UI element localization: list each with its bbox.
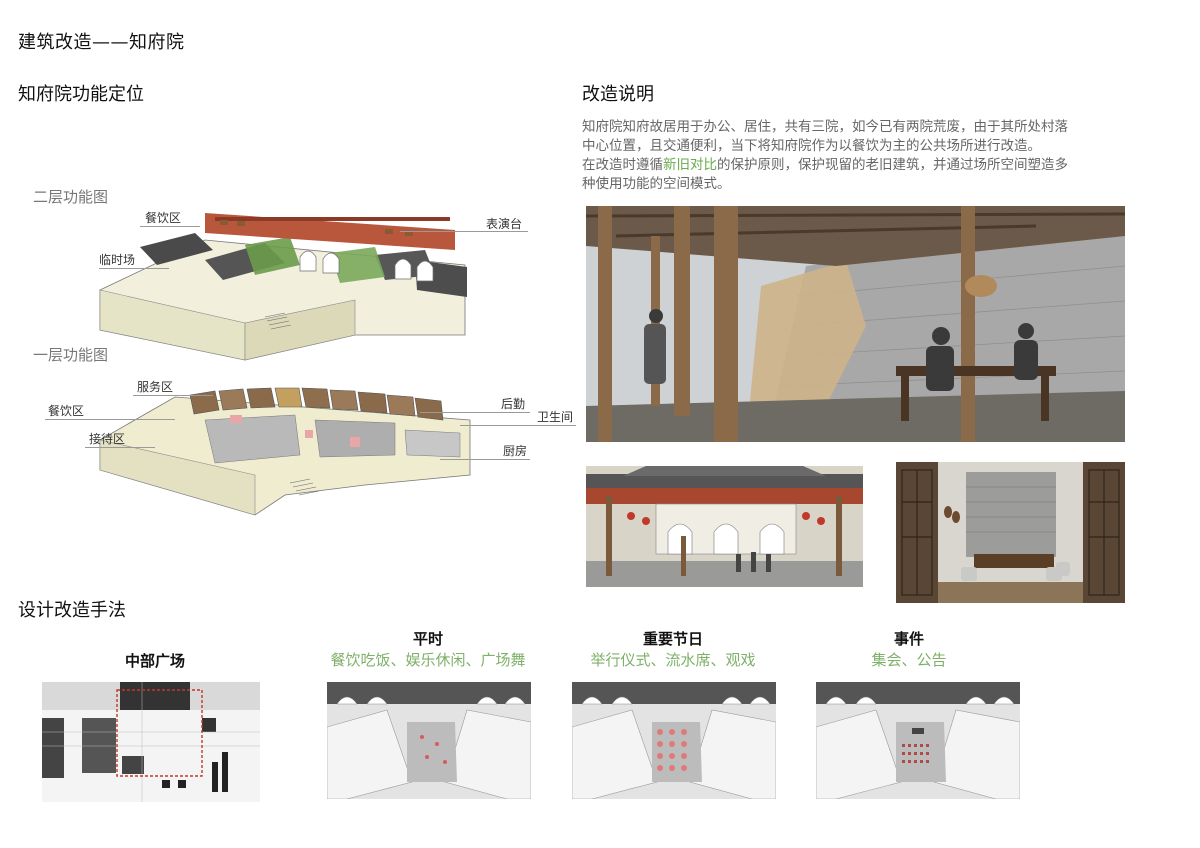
courtyard-render [586, 466, 863, 587]
description-line-3: 在改造时遵循新旧对比的保护原则，保护现留的老旧建筑，并通过场所空间塑造多 [582, 157, 1068, 173]
renovation-description: 知府院知府故居用于办公、居住，共有三院，如今已有两院荒废，由于其所处村落 中心位… [582, 118, 1127, 194]
private-room-render [896, 462, 1125, 603]
plaza-render-event [816, 682, 1020, 799]
callout-ground-kitchen: 厨房 [503, 444, 528, 458]
callout-upper-stage: 表演台 [486, 217, 523, 231]
method-column-subtitle-festival: 举行仪式、流水席、观戏 [590, 651, 756, 669]
method-section-title: 设计改造手法 [18, 600, 126, 621]
method-column-subtitle-event: 集会、公告 [871, 651, 947, 669]
callout-ground-logistics: 后勤 [501, 397, 526, 411]
description-line-1: 知府院知府故居用于办公、居住，共有三院，如今已有两院荒废，由于其所处村落 [582, 119, 1068, 135]
callout-upper-temporary: 临时场 [99, 253, 136, 267]
renovation-section-title: 改造说明 [582, 84, 654, 105]
upper-floor-label: 二层功能图 [33, 188, 109, 206]
method-column-subtitle-normal: 餐饮吃饭、娱乐休闲、广场舞 [330, 651, 526, 669]
ground-floor-label: 一层功能图 [33, 346, 109, 364]
callout-ground-dining: 餐饮区 [48, 404, 85, 418]
plaza-render-festival [572, 682, 776, 799]
method-column-title-festival: 重要节日 [642, 630, 703, 648]
plaza-render-normal [327, 682, 531, 799]
page-title: 建筑改造——知府院 [18, 32, 185, 53]
callout-ground-service: 服务区 [137, 380, 174, 394]
method-column-title-event: 事件 [893, 630, 924, 648]
description-line-4: 种使用功能的空间模式。 [582, 176, 731, 192]
upper-floor-axonometric [95, 205, 475, 365]
function-section-title: 知府院功能定位 [18, 84, 144, 105]
method-column-title-normal: 平时 [412, 630, 443, 648]
plaza-site-plan [42, 682, 260, 802]
callout-ground-restroom: 卫生间 [537, 410, 574, 424]
description-line-2: 中心位置，且交通便利，当下将知府院作为以餐饮为主的公共场所进行改造。 [582, 138, 1041, 154]
callout-ground-reception: 接待区 [89, 432, 126, 446]
callout-upper-dining: 餐饮区 [145, 211, 182, 225]
ground-floor-axonometric [95, 375, 475, 520]
plaza-title: 中部广场 [124, 652, 185, 670]
interior-render-dining-pavilion [586, 206, 1125, 442]
highlight-principle: 新旧对比 [663, 157, 717, 173]
